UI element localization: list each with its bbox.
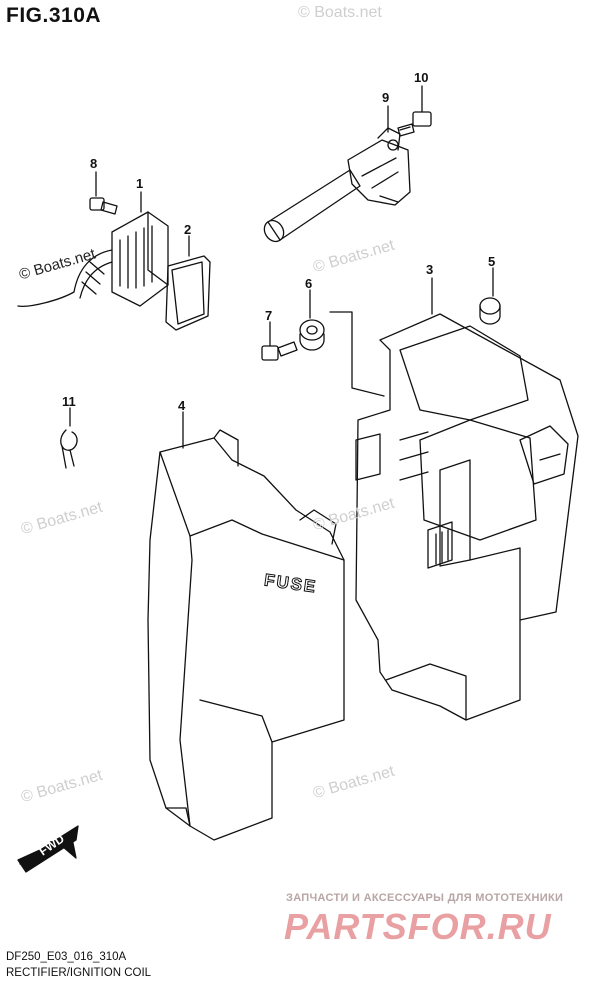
callout-4: 4: [178, 398, 186, 413]
part-1-rectifier: [17, 191, 169, 307]
part-9-ignition-coil: [263, 105, 411, 243]
callout-10: 10: [414, 70, 429, 85]
part-7-bolt: [261, 321, 298, 361]
figure-caption: RECTIFIER/IGNITION COIL: [6, 967, 152, 979]
part-8-bolt: [89, 171, 118, 215]
callout-8: 8: [90, 156, 98, 171]
part-10-bolt: [397, 85, 432, 137]
part-2-gasket: [165, 235, 211, 331]
part-6-grommet: [299, 289, 325, 351]
part-11-clip: [60, 407, 78, 469]
advert-tagline: ЗАПЧАСТИ И АКСЕССУАРЫ ДЛЯ МОТОТЕХНИКИ: [286, 892, 564, 904]
callout-6: 6: [305, 276, 313, 291]
figure-code: DF250_E03_016_310A: [6, 951, 127, 963]
callout-7: 7: [265, 308, 273, 323]
callout-5: 5: [488, 254, 496, 269]
part-3-holder: [329, 277, 579, 721]
advert-brand-logo: PARTSFOR.RU: [284, 906, 552, 947]
callout-3: 3: [426, 262, 434, 277]
part-5-grommet: [479, 267, 501, 325]
callout-2: 2: [184, 222, 192, 237]
watermark: © Boats.net: [298, 4, 382, 21]
figure-title: FIG.310A: [6, 4, 102, 27]
callout-11: 11: [62, 394, 76, 409]
fwd-arrow-icon: [17, 825, 79, 873]
callout-1: 1: [136, 176, 144, 191]
part-4-cover: [147, 411, 345, 841]
callout-9: 9: [382, 90, 390, 105]
